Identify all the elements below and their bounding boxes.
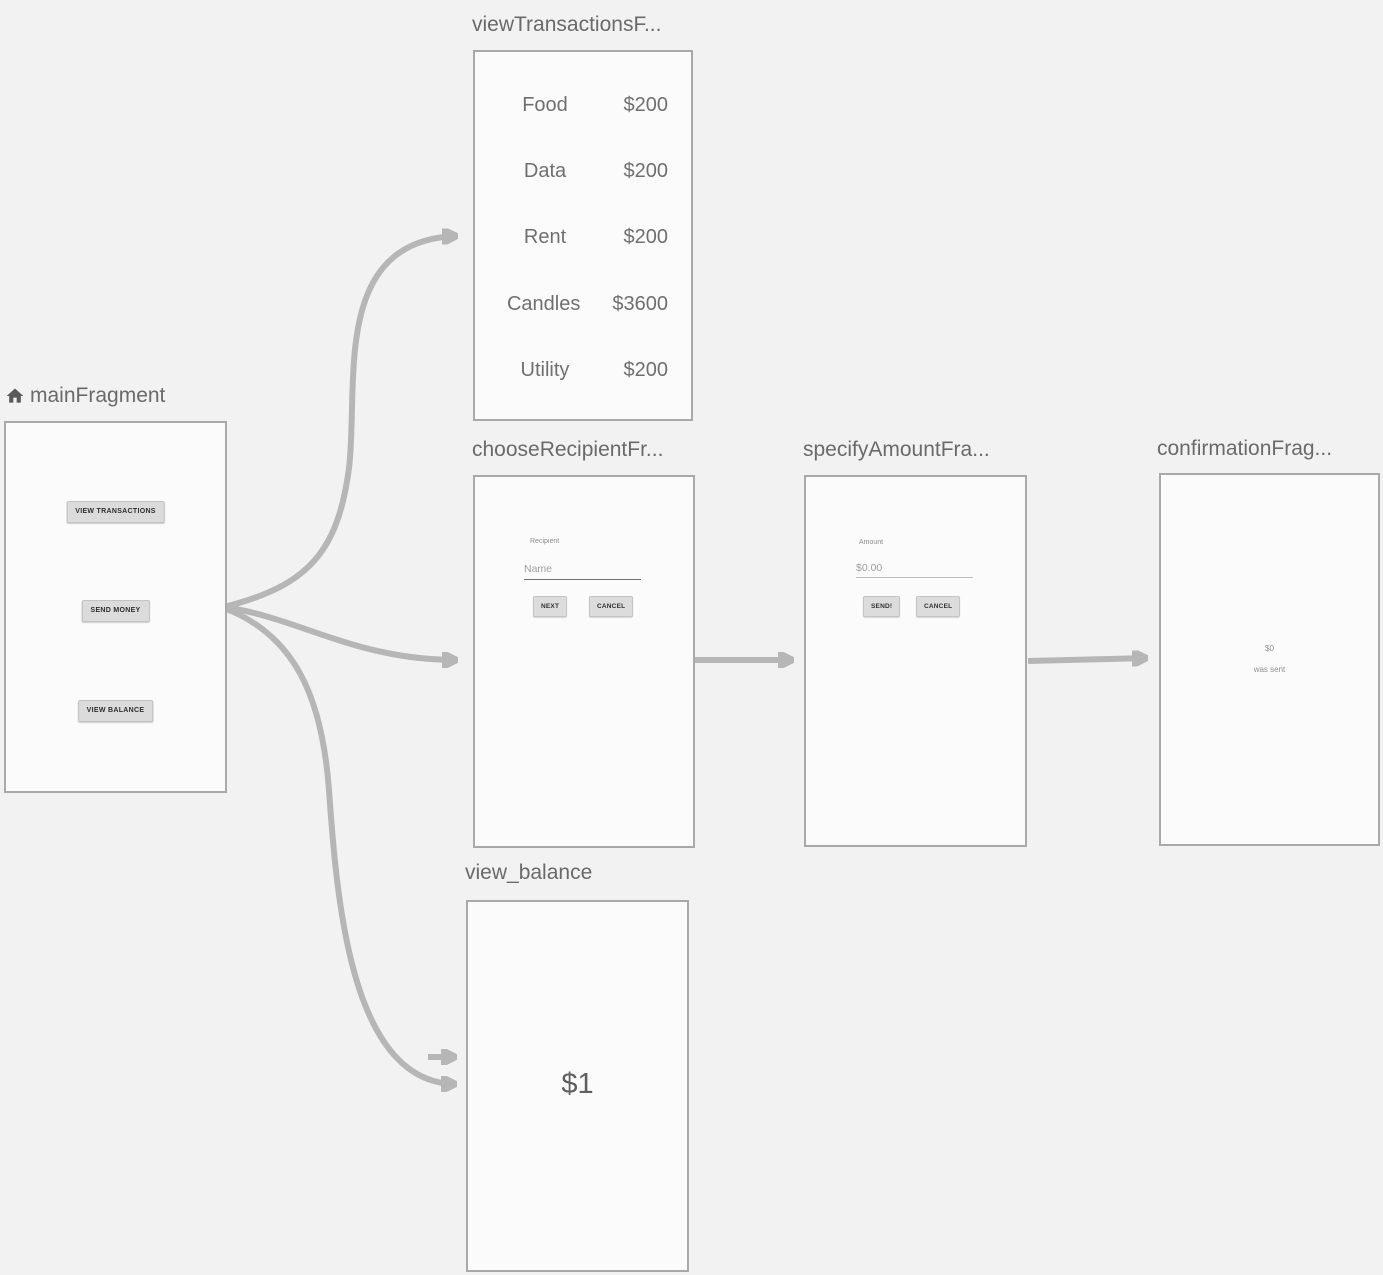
recipient-input-underline [524, 579, 641, 580]
fragment-card-view-transactions[interactable]: Food $200 Data $200 Rent $200 Candles $3… [473, 50, 693, 421]
confirmation-message: was sent [1253, 665, 1286, 674]
action-main-to-view-balance[interactable] [222, 605, 456, 1084]
fragment-header-view-balance[interactable]: view_balance [465, 861, 592, 885]
action-main-to-choose-recipient[interactable] [223, 604, 457, 660]
balance-value: $1 [561, 1068, 594, 1100]
transaction-label: Rent [523, 226, 567, 249]
transaction-amount: $200 [623, 226, 669, 249]
transaction-row: Utility $200 [475, 338, 691, 404]
amount-input-underline [856, 577, 973, 578]
confirmation-amount: $0 [1265, 644, 1274, 653]
amount-input: $0.00 [856, 562, 883, 574]
amount-field-label: Amount [859, 539, 884, 546]
fragment-title-confirmation: confirmationFrag... [1157, 437, 1333, 460]
fragment-card-main[interactable]: VIEW TRANSACTIONS SEND MONEY VIEW BALANC… [4, 421, 227, 793]
transaction-amount: $200 [623, 160, 669, 183]
fragment-header-view-transactions[interactable]: viewTransactionsF... [472, 13, 661, 37]
fragment-card-choose-recipient[interactable]: Recipient Name NEXT CANCEL [473, 475, 695, 848]
cancel-button: CANCEL [916, 596, 961, 617]
fragment-title-view-balance: view_balance [465, 861, 593, 884]
fragment-header-specify-amount[interactable]: specifyAmountFra... [803, 438, 990, 462]
transaction-label: Utility [520, 359, 570, 382]
transaction-row: Candles $3600 [475, 271, 691, 337]
fragment-card-confirmation[interactable]: $0 was sent [1159, 473, 1380, 846]
fragment-header-choose-recipient[interactable]: chooseRecipientFr... [472, 438, 663, 462]
next-button: NEXT [533, 596, 568, 617]
view-transactions-button: VIEW TRANSACTIONS [66, 501, 165, 523]
action-main-to-view-transactions[interactable] [223, 236, 457, 610]
transaction-row: Data $200 [475, 138, 691, 204]
fragment-header-main[interactable]: mainFragment [5, 384, 165, 408]
send-button: SEND! [863, 596, 901, 617]
transaction-label: Food [522, 93, 568, 116]
fragment-title-view-transactions: viewTransactionsF... [472, 13, 662, 36]
view-balance-button: VIEW BALANCE [77, 700, 154, 722]
recipient-field-label: Recipient [530, 538, 560, 545]
transaction-list: Food $200 Data $200 Rent $200 Candles $3… [475, 52, 691, 419]
transaction-amount: $200 [623, 359, 669, 382]
fragment-title-choose-recipient: chooseRecipientFr... [472, 438, 664, 461]
fragment-title-specify-amount: specifyAmountFra... [803, 438, 990, 461]
transaction-row: Food $200 [475, 72, 691, 138]
fragment-header-confirmation[interactable]: confirmationFrag... [1157, 437, 1332, 461]
fragment-title-main: mainFragment [30, 384, 166, 407]
send-money-button: SEND MONEY [81, 600, 150, 622]
fragment-card-specify-amount[interactable]: Amount $0.00 SEND! CANCEL [804, 475, 1027, 847]
home-icon [5, 386, 25, 406]
fragment-card-view-balance[interactable]: $1 [466, 900, 689, 1272]
transaction-label: Data [523, 160, 567, 183]
transaction-row: Rent $200 [475, 205, 691, 271]
transaction-amount: $200 [623, 93, 669, 116]
transaction-amount: $3600 [612, 292, 668, 315]
action-specify-amount-to-confirmation[interactable] [1027, 658, 1147, 661]
cancel-button: CANCEL [589, 596, 634, 617]
transaction-label: Candles [506, 292, 581, 315]
recipient-name-input: Name [524, 563, 553, 575]
